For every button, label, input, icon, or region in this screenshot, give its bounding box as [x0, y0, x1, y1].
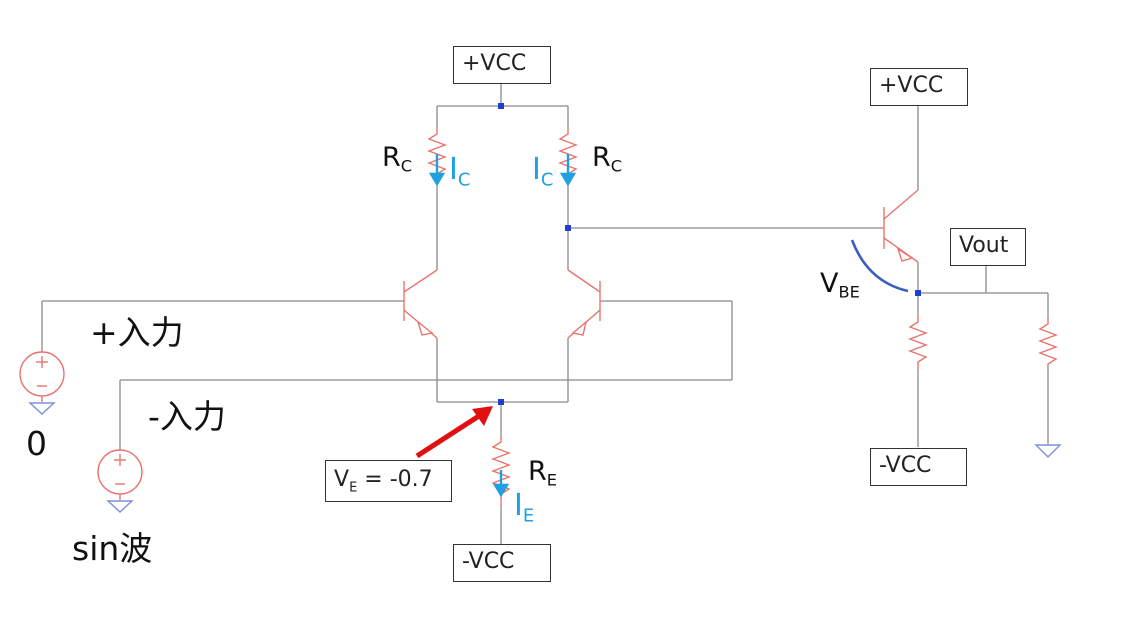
rc-left-label: RC	[382, 142, 413, 176]
minus-input-label: -入力	[148, 397, 226, 436]
ground-icon	[1034, 444, 1062, 458]
ve-pointer-arrow	[415, 406, 493, 459]
ground-icon	[106, 500, 134, 513]
current-arrows	[428, 154, 577, 498]
ground-icon	[28, 402, 56, 415]
neg-vcc-right-label: -VCC	[870, 448, 967, 486]
plus-input-label: +入力	[90, 313, 184, 352]
resistor-load	[1038, 318, 1058, 366]
vbe-arc	[850, 239, 909, 293]
vbe-label: VBE	[820, 268, 860, 302]
ic-left-label: IC	[449, 152, 471, 191]
ic-right-label: IC	[532, 152, 554, 191]
transistor-q3	[880, 189, 919, 263]
ie-label: IE	[514, 488, 535, 527]
ve-value-box: VE = -0.7	[325, 460, 452, 502]
resistor-emitter-follower	[908, 316, 928, 370]
ground-symbols	[28, 402, 1062, 513]
re-label: RE	[528, 456, 557, 490]
nodes	[498, 103, 921, 405]
resistor-re	[491, 436, 511, 506]
source-sin-label: sin波	[72, 529, 153, 568]
transistor-q1	[402, 269, 438, 339]
source-plus-input	[19, 351, 65, 402]
rc-right-label: RC	[592, 142, 623, 176]
vout-label: Vout	[950, 228, 1026, 266]
transistor-q2	[567, 269, 602, 339]
vcc-top-label: +VCC	[453, 46, 551, 84]
source-zero-label: 0	[26, 424, 47, 463]
wires	[41, 83, 1049, 545]
source-minus-input	[97, 449, 143, 500]
neg-vcc-bottom-label: -VCC	[453, 544, 551, 582]
vcc-right-label: +VCC	[870, 68, 968, 106]
